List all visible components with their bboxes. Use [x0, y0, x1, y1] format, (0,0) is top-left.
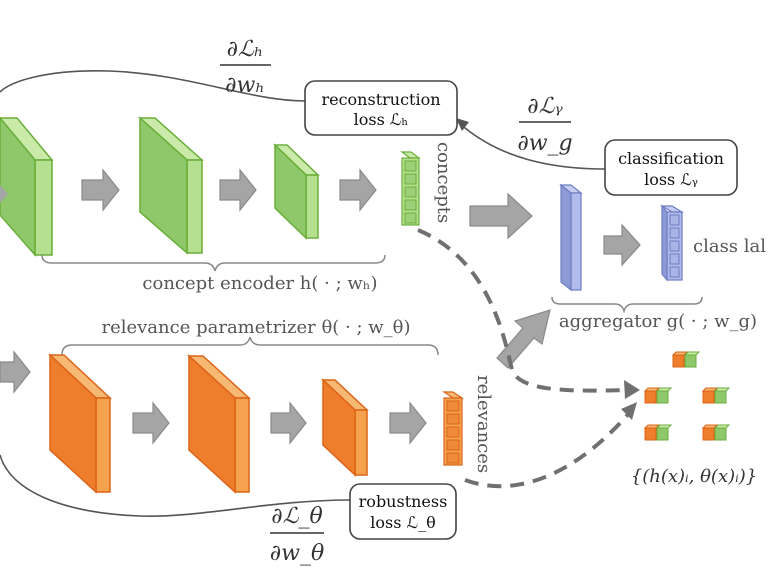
relevance-brace — [61, 336, 439, 356]
concept-encoder-block-2 — [138, 116, 204, 255]
classification-loss-line2: loss ℒᵧ — [644, 170, 698, 189]
concepts-label: concepts — [433, 142, 454, 223]
reconstruction-gradient-curve — [0, 70, 306, 102]
reconstruction-loss-line2: loss ℒₕ — [354, 110, 409, 129]
gradient-theta: ∂ℒ_θ ∂w_θ — [270, 504, 324, 566]
arrow-to-aggregator — [469, 192, 533, 240]
arrow-rel-0 — [0, 350, 31, 394]
reconstruction-loss-box: reconstruction loss ℒₕ — [304, 80, 458, 136]
concept-encoder-label: concept encoder h( · ; wₕ) — [142, 273, 377, 294]
concept-encoder-block-3 — [273, 143, 320, 240]
flow-arrows — [0, 168, 641, 445]
relevances-dashed-arrowhead — [621, 402, 637, 420]
classification-loss-line1: classification — [618, 149, 724, 168]
concepts-dashed-arrowhead — [624, 380, 640, 399]
relevances-label: relevances — [473, 375, 494, 473]
arrow-rel-2 — [270, 401, 307, 445]
class-label-text: class lal — [693, 236, 766, 257]
robustness-gradient-curve — [0, 454, 351, 517]
relevance-block-3 — [321, 378, 369, 477]
robustness-loss-box: robustness loss ℒ_θ — [349, 483, 457, 540]
arrow-enc-1 — [81, 168, 120, 212]
concept-relevance-pairs — [643, 351, 731, 441]
relevance-parametrizer-label: relevance parametrizer θ( · ; w_θ) — [101, 317, 410, 338]
pairs-set-label: {(h(x)ᵢ, θ(x)ᵢ)} — [631, 466, 757, 487]
reconstruction-arrowhead — [456, 118, 469, 131]
relevance-block-2 — [187, 354, 251, 494]
gradient-y: ∂ℒᵧ ∂w_g — [517, 94, 572, 156]
reconstruction-loss-line1: reconstruction — [321, 90, 440, 109]
gradient-h: ∂ℒₕ ∂wₕ — [220, 37, 271, 98]
robustness-loss-line1: robustness — [359, 492, 448, 511]
gradient-y-numerator: ∂ℒᵧ — [527, 94, 563, 119]
gradient-h-numerator: ∂ℒₕ — [227, 37, 264, 62]
gradient-h-denominator: ∂wₕ — [225, 73, 265, 98]
arrow-to-class — [603, 223, 641, 267]
gradient-theta-denominator: ∂w_θ — [270, 541, 324, 566]
aggregator-label: aggregator g( · ; w_g) — [559, 311, 757, 332]
gradient-y-denominator: ∂w_g — [517, 131, 572, 156]
class-label-vector — [659, 204, 685, 282]
classification-loss-box: classification loss ℒᵧ — [604, 139, 738, 196]
aggregator-brace — [551, 296, 703, 314]
gradient-theta-numerator: ∂ℒ_θ — [271, 504, 322, 529]
arrow-rel-3 — [389, 401, 427, 445]
input-arrow-stub — [0, 185, 8, 203]
relevances-vector — [442, 391, 464, 466]
classification-to-reconstruction-curve — [457, 121, 606, 170]
concept-encoder-brace — [41, 254, 386, 272]
relevance-block-1 — [48, 353, 112, 494]
arrow-enc-2 — [219, 168, 257, 212]
concepts-to-pairs-dashed — [417, 228, 629, 393]
aggregator-bar — [559, 183, 583, 292]
robustness-loss-line2: loss ℒ_θ — [370, 513, 435, 532]
relevances-to-pairs-dashed — [464, 410, 632, 489]
concept-encoder-block-1 — [0, 116, 54, 257]
arrow-enc-3 — [339, 168, 377, 212]
arrow-rel-1 — [132, 401, 170, 445]
concepts-vector — [400, 151, 421, 226]
